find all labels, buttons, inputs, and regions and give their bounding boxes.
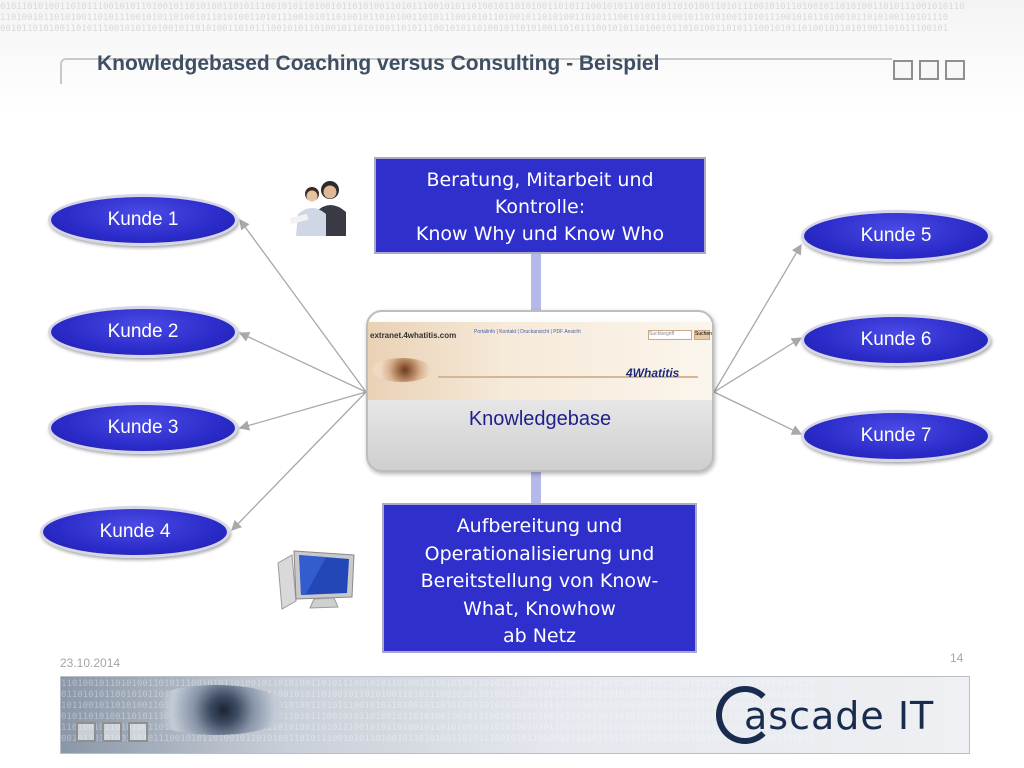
customer-label: Kunde 7 — [860, 425, 932, 446]
arrow-kunde-1 — [239, 218, 367, 393]
customer-label: Kunde 2 — [107, 321, 179, 342]
customer-kunde-6: Kunde 6 — [801, 314, 991, 366]
customer-label: Kunde 1 — [107, 209, 179, 230]
screenshot-url: extranet.4whatitis.com — [370, 331, 457, 340]
header-square — [919, 60, 939, 80]
header-band — [0, 0, 1024, 110]
connector-bottom — [531, 472, 541, 503]
footer-square — [128, 722, 148, 742]
footer-date: 23.10.2014 — [60, 656, 121, 670]
customer-kunde-3: Kunde 3 — [48, 402, 238, 454]
cascade-it-logo: ascade IT — [716, 686, 956, 746]
binary-pattern-footer: 1101001011010100110101110010101101001011… — [61, 679, 815, 744]
arrow-kunde-2 — [238, 332, 367, 393]
header-square — [945, 60, 965, 80]
arrow-kunde-4 — [231, 391, 367, 531]
binary-pattern-top: 0101101010011010111001010110100101101010… — [0, 2, 965, 34]
footer-square — [76, 722, 96, 742]
preparation-box: Aufbereitung und Operationalisierung und… — [382, 503, 697, 653]
customer-kunde-2: Kunde 2 — [48, 306, 238, 358]
customer-kunde-4: Kunde 4 — [40, 506, 230, 558]
logo-text: ascade IT — [744, 694, 935, 738]
customer-label: Kunde 3 — [107, 417, 179, 438]
page-number: 14 — [950, 651, 964, 665]
connector-top — [531, 254, 541, 310]
consulting-line: Beratung, Mitarbeit und — [426, 169, 654, 191]
customer-label: Kunde 6 — [860, 329, 932, 350]
customer-kunde-1: Kunde 1 — [48, 194, 238, 246]
customer-label: Kunde 5 — [860, 225, 932, 246]
arrow-kunde-3 — [238, 391, 367, 431]
screenshot-search: Suchbegriff — [648, 330, 692, 340]
knowledgebase-label: Knowledgebase — [468, 408, 612, 430]
footer-square — [102, 722, 122, 742]
computer-icon — [277, 550, 355, 610]
consulting-box: Beratung, Mitarbeit und Kontrolle: Know … — [374, 157, 706, 254]
screenshot-button: Suchen — [694, 330, 712, 340]
title-frame — [60, 58, 892, 84]
arrow-kunde-5 — [713, 243, 802, 393]
header-square — [893, 60, 913, 80]
screenshot-logo: 4Whatitis — [626, 366, 680, 380]
footer-band: 1101001011010100110101110010101101001011… — [60, 676, 970, 754]
knowledgebase-screenshot: extranet.4whatitis.com Portalinfo | Kont… — [368, 322, 712, 400]
consulting-line: Know Why und Know Who — [415, 223, 665, 245]
logo-c-mark — [716, 686, 774, 744]
preparation-line: Aufbereitung und — [456, 515, 623, 537]
customer-kunde-7: Kunde 7 — [801, 410, 991, 462]
arrow-kunde-6 — [713, 337, 803, 393]
screenshot-divider — [438, 376, 698, 378]
customer-label: Kunde 4 — [99, 521, 171, 542]
footer-eye-image — [141, 685, 291, 735]
preparation-line: Bereitstellung von Know- — [420, 570, 659, 592]
screenshot-nav: Portalinfo | Kontakt | Druckansicht | PD… — [474, 329, 581, 335]
preparation-line: ab Netz — [502, 625, 577, 647]
people-icon — [290, 181, 346, 236]
preparation-line: What, Knowhow — [463, 597, 616, 620]
page-title: Knowledgebased Coaching versus Consultin… — [97, 52, 660, 75]
customer-kunde-5: Kunde 5 — [801, 210, 991, 262]
consulting-line: Kontrolle: — [494, 196, 586, 218]
arrow-kunde-7 — [713, 391, 803, 435]
eye-image — [372, 358, 432, 382]
preparation-line: Operationalisierung und — [424, 542, 655, 565]
